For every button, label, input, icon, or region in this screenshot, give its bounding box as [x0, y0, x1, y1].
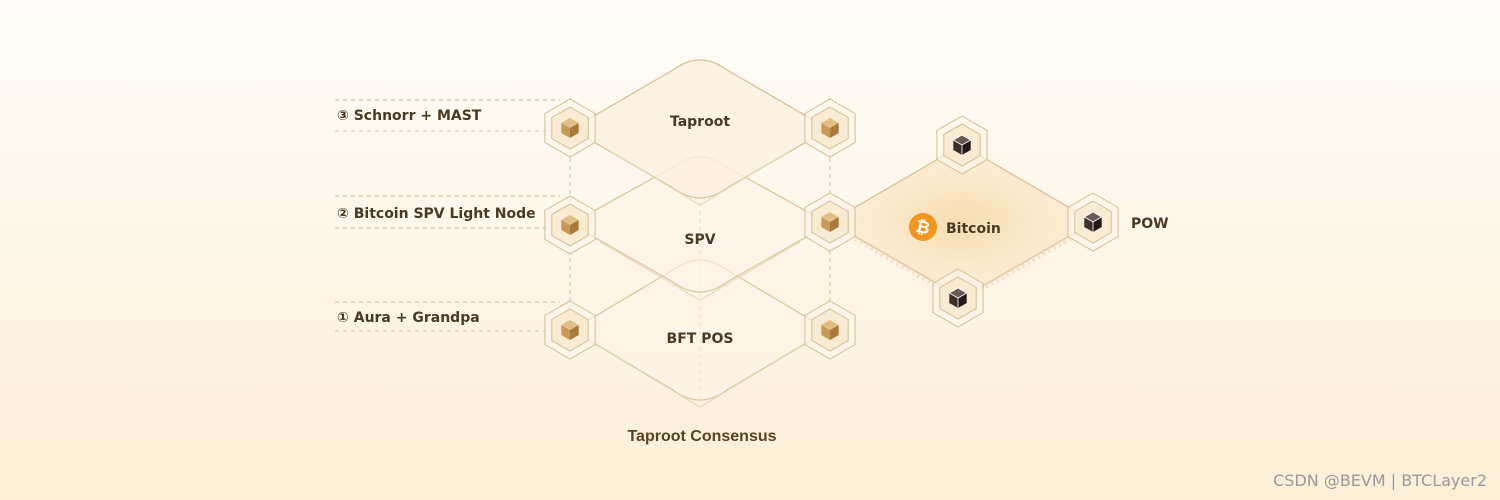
taproot-left-node-icon: [544, 98, 596, 158]
nodes: [544, 98, 1119, 360]
taproot-consensus-caption: Taproot Consensus: [627, 428, 776, 445]
spv-right-node-icon: [804, 192, 856, 252]
bft-right-node-icon: [804, 300, 856, 360]
bitcoin-top-node-icon: [936, 115, 988, 175]
bitcoin-logo-icon: ₿: [909, 213, 937, 241]
spv-label: SPV: [684, 232, 715, 248]
bft-left-node-icon: [544, 300, 596, 360]
bitcoin-label: Bitcoin: [946, 221, 1001, 237]
watermark: CSDN @BEVM | BTCLayer2: [1273, 471, 1487, 490]
taproot-right-node-icon: [804, 98, 856, 158]
taproot-label: Taproot: [670, 114, 730, 130]
bitcoin-bottom-node-icon: [932, 268, 984, 328]
pow-label: POW: [1131, 216, 1169, 232]
schnorr-mast-label: ③ Schnorr + MAST: [337, 108, 482, 124]
bitcoin-spv-light-node-label: ② Bitcoin SPV Light Node: [337, 206, 536, 222]
spv-left-node-icon: [544, 195, 596, 255]
label-guides: [335, 99, 560, 332]
bitcoin-right-node-icon: [1067, 192, 1119, 252]
aura-grandpa-label: ① Aura + Grandpa: [337, 310, 480, 326]
svg-text:₿: ₿: [914, 217, 932, 239]
bft-pos-label: BFT POS: [667, 331, 734, 347]
